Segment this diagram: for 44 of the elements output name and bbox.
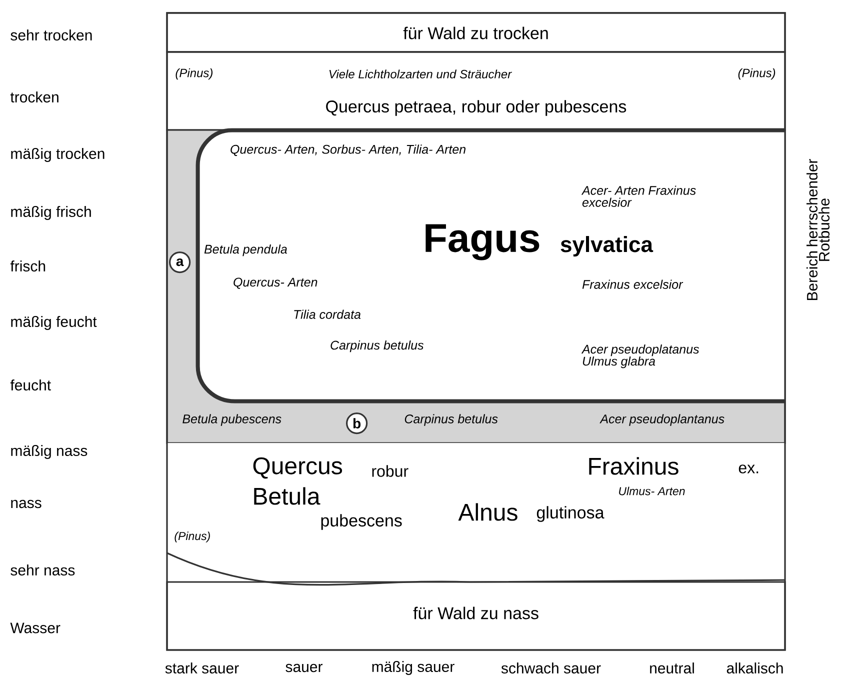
species-label: Betula: [254, 487, 320, 505]
species-label: ex.: [738, 464, 758, 474]
beech-zone: [196, 128, 787, 404]
species-label: Ulmus- Arten: [619, 486, 685, 496]
axis-label: nass: [11, 500, 42, 508]
band: [166, 443, 786, 586]
species-label: (Pinus): [176, 68, 212, 80]
axis-label: Wasser: [10, 622, 60, 634]
species-label: Acer- Arten Fraxinus excelsior: [581, 186, 696, 207]
axis-label: trocken: [10, 91, 58, 102]
species-label: (Pinus): [738, 68, 776, 80]
species-label: Quercus: [253, 457, 342, 479]
species-label: Acer pseudoplantanus: [600, 414, 724, 426]
axis-label: mäßig frisch: [11, 206, 91, 220]
species-label: (Pinus): [174, 532, 210, 542]
species-label: Quercus- Arten: [234, 278, 318, 289]
species-label: Carpinus betulus: [330, 340, 424, 352]
species-label: Quercus petraea, robur oder pubescens: [326, 100, 626, 116]
species-label: Carpinus betulus: [404, 414, 498, 426]
axis-title: Bereich herrschender Rotbuche: [806, 159, 830, 300]
species-label: Viele Lichtholzarten und Sträucher: [329, 70, 512, 78]
axis-label: sehr nass: [10, 564, 75, 576]
species-label: Fraxinus excelsior: [582, 280, 684, 289]
species-label: Betula pubescens: [182, 414, 282, 426]
species-label: Quercus- Arten, Sorbus- Arten, Tilia- Arten: [230, 144, 466, 156]
species-label: Betula pendula: [204, 244, 287, 256]
species-label: Acer pseudoplatanus Ulmus glabra: [581, 344, 700, 368]
axis-label: mäßig feucht: [11, 316, 97, 330]
species-label: Fagus: [426, 224, 540, 260]
axis-label: feucht: [10, 379, 51, 390]
species-label: für Wald zu trocken: [403, 26, 548, 40]
species-label: robur: [372, 465, 408, 477]
axis-label: sehr trocken: [10, 29, 92, 40]
species-label: glutinosa: [536, 506, 604, 522]
species-label: pubescens: [321, 514, 402, 530]
species-label: Tilia cordata: [294, 310, 361, 319]
axis-label: mäßig nass: [11, 445, 88, 459]
species-label: sylvatica: [560, 236, 654, 257]
axis-label: mäßig trocken: [11, 148, 104, 162]
species-label: für Wald zu nass: [413, 606, 538, 620]
axis-label: frisch: [10, 260, 46, 272]
axis-label: sauer: [286, 664, 322, 672]
species-label: Fraxinus: [589, 457, 678, 475]
species-label: Alnus: [458, 503, 518, 521]
